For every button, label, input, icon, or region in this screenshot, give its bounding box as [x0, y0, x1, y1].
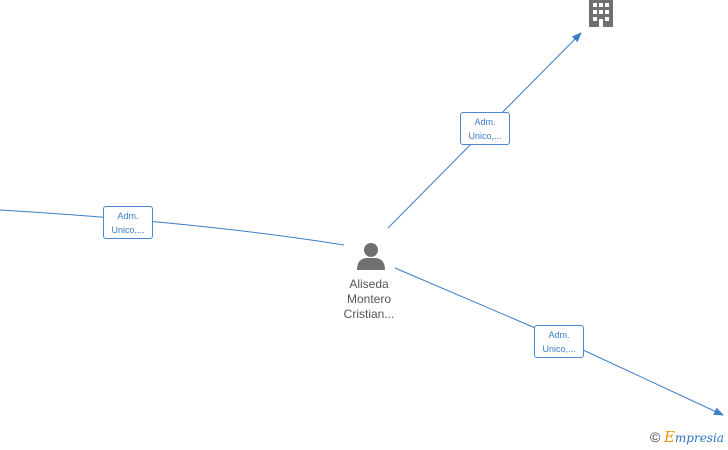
edge-label-role: Adm.: [117, 211, 139, 221]
edge-bottom-right-line: [394, 267, 724, 416]
copyright-symbol: ©: [650, 429, 661, 445]
person-label[interactable]: Aliseda Montero Cristian...: [329, 277, 409, 322]
edge-label-role: Adm.: [548, 330, 570, 340]
brand-name: mpresia: [674, 431, 724, 445]
person-label-line-2: Montero: [346, 292, 392, 306]
empresia-logo: © Empresia: [650, 428, 724, 446]
brand-initial: E: [663, 428, 675, 446]
edge-company-label[interactable]: Adm. Unico,...: [460, 112, 510, 145]
edge-left-label[interactable]: Adm. Unico,...: [103, 206, 153, 239]
person-label-line-3: Cristian...: [343, 307, 395, 321]
edge-label-type: Unico,...: [542, 344, 576, 354]
edge-label-type: Unico,...: [111, 225, 145, 235]
person-icon: [357, 243, 385, 270]
edge-label-role: Adm.: [474, 117, 496, 127]
edge-bottom-right-label[interactable]: Adm. Unico,...: [534, 325, 584, 358]
building-icon: [589, 0, 613, 27]
person-label-line-1: Aliseda: [349, 277, 389, 291]
company-node[interactable]: [586, 0, 616, 33]
person-node[interactable]: [356, 242, 386, 277]
edge-label-type: Unico,...: [468, 131, 502, 141]
edge-left-line: [0, 209, 345, 246]
